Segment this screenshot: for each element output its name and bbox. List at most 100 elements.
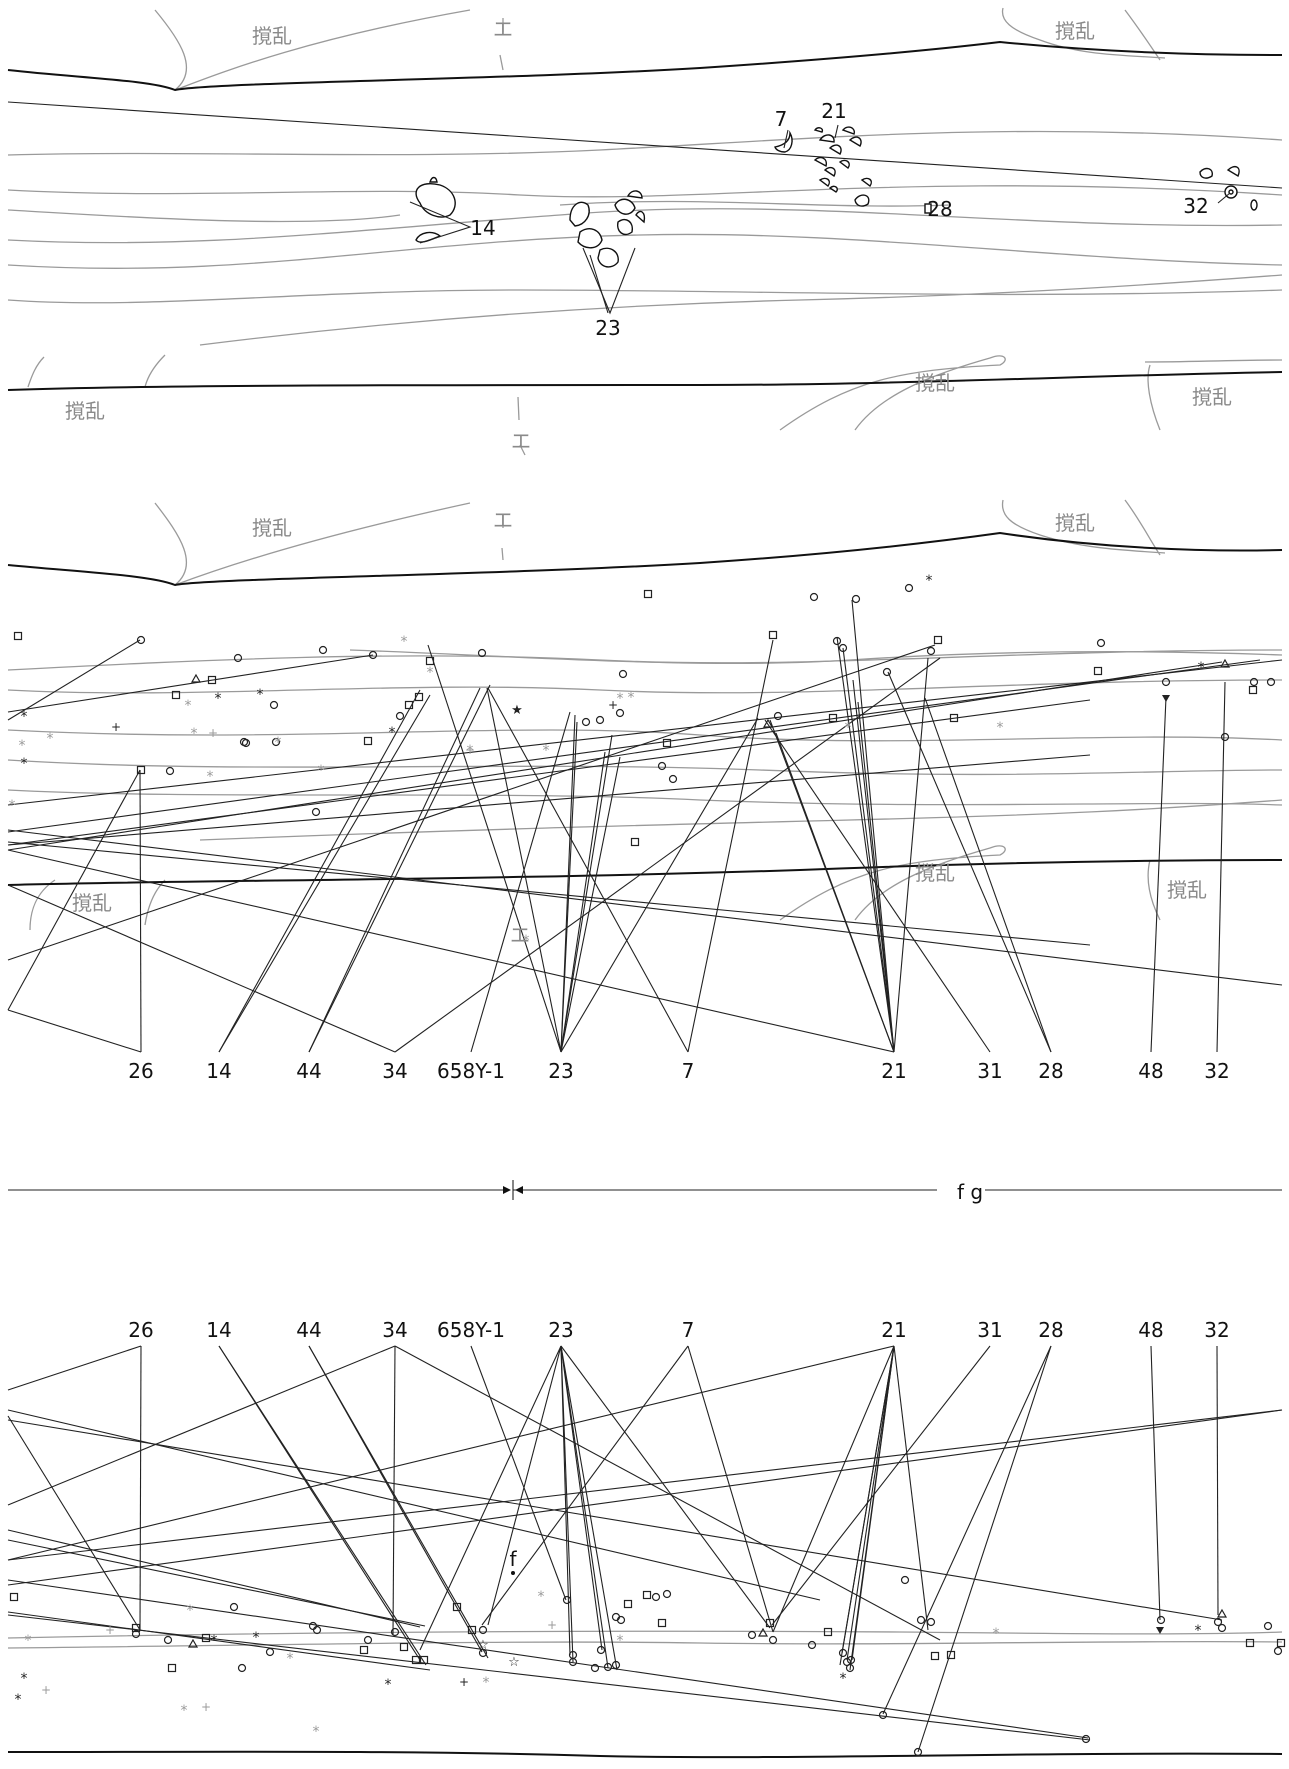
point-symbol: * bbox=[617, 691, 624, 707]
projection-line bbox=[560, 721, 578, 1053]
point-symbol bbox=[1096, 638, 1106, 648]
point-symbol bbox=[190, 673, 202, 683]
disturbance-label: 撹乱 bbox=[252, 24, 292, 48]
projection-line bbox=[487, 1345, 562, 1626]
point-symbol: * bbox=[47, 731, 54, 747]
point-symbol: * bbox=[427, 665, 434, 681]
point-symbol bbox=[452, 1602, 462, 1612]
projection-line bbox=[139, 769, 142, 1053]
projection-line bbox=[560, 756, 621, 1053]
point-symbol bbox=[838, 643, 848, 653]
projection-lines-lower bbox=[7, 1345, 1283, 1753]
point-symbol bbox=[1156, 1627, 1164, 1634]
projection-line bbox=[1150, 1345, 1161, 1621]
section-label-upper: 21 bbox=[881, 1059, 906, 1083]
projection-line bbox=[419, 1345, 562, 1651]
plan-label: 28 bbox=[927, 197, 952, 221]
point-symbol: * bbox=[185, 698, 192, 714]
projection-line bbox=[218, 694, 431, 1053]
point-symbol: * bbox=[19, 738, 26, 754]
point-symbol bbox=[167, 1663, 177, 1673]
point-symbol bbox=[1219, 658, 1231, 668]
point-symbol bbox=[368, 650, 378, 660]
point-symbol: * bbox=[483, 1675, 490, 1691]
point-symbol bbox=[657, 761, 667, 771]
point-symbol bbox=[878, 1710, 888, 1720]
projection-line bbox=[857, 701, 895, 1053]
point-symbol: * bbox=[211, 1633, 218, 1649]
point-symbol: + bbox=[459, 1675, 469, 1689]
point-symbol bbox=[1162, 695, 1170, 702]
disturbance-label: 撹乱 bbox=[915, 861, 955, 885]
section-label-upper: 31 bbox=[977, 1059, 1002, 1083]
section-label-lower: 31 bbox=[977, 1318, 1002, 1342]
point-symbol bbox=[411, 1655, 421, 1665]
point-symbol: * bbox=[275, 735, 282, 751]
projection-lines-upper bbox=[7, 599, 1283, 1053]
projection-line bbox=[218, 689, 421, 1053]
projection-line bbox=[560, 1345, 609, 1669]
projection-line bbox=[7, 699, 1091, 846]
point-symbols-upper: **+*★*+*******+***********+** bbox=[9, 573, 1276, 949]
point-symbol: * bbox=[15, 1692, 22, 1708]
disturbance-label: 撹乱 bbox=[1192, 385, 1232, 409]
point-symbol bbox=[395, 711, 405, 721]
point-symbol: * bbox=[25, 1633, 32, 1649]
projection-line bbox=[7, 1345, 895, 1561]
point-symbol: * bbox=[207, 769, 214, 785]
section-label-lower: 7 bbox=[682, 1318, 695, 1342]
projection-line bbox=[560, 1345, 771, 1629]
point-symbol bbox=[1263, 1621, 1273, 1631]
projection-line bbox=[882, 1345, 1052, 1715]
point-symbol: * bbox=[628, 690, 635, 706]
point-symbol bbox=[651, 1592, 661, 1602]
point-symbol: * bbox=[313, 1724, 320, 1740]
point-symbol bbox=[318, 645, 328, 655]
projection-line bbox=[893, 1345, 929, 1631]
projection-line bbox=[7, 659, 1261, 833]
point-symbol bbox=[477, 648, 487, 658]
projection-line bbox=[849, 1345, 895, 1671]
point-symbol bbox=[229, 1602, 239, 1612]
plan-label: 21 bbox=[821, 99, 846, 123]
section-label-lower: 14 bbox=[206, 1318, 231, 1342]
feature-label: エ bbox=[493, 508, 513, 532]
projection-line bbox=[7, 639, 141, 721]
point-symbol bbox=[662, 1589, 672, 1599]
point-symbol bbox=[1220, 732, 1230, 742]
point-symbol bbox=[1156, 1615, 1166, 1625]
section-label-lower: 32 bbox=[1204, 1318, 1229, 1342]
point-symbol: * bbox=[993, 1626, 1000, 1642]
section-line bbox=[8, 1180, 1282, 1200]
point-symbol bbox=[773, 711, 783, 721]
plan-label: 14 bbox=[470, 216, 495, 240]
point-symbol bbox=[363, 1635, 373, 1645]
projection-line bbox=[392, 1345, 396, 1636]
point-symbol bbox=[823, 1627, 833, 1637]
point-symbol bbox=[668, 774, 678, 784]
point-symbol: * bbox=[840, 1671, 847, 1687]
projection-line bbox=[846, 1345, 895, 1661]
point-symbol bbox=[1248, 685, 1258, 695]
plan-label: 7 bbox=[775, 107, 788, 131]
point-symbol bbox=[768, 1635, 778, 1645]
projection-line bbox=[887, 671, 1052, 1053]
point-symbol bbox=[359, 1645, 369, 1655]
point-symbol bbox=[1217, 1623, 1227, 1633]
projection-line bbox=[7, 1419, 1223, 1621]
projection-line bbox=[771, 1345, 991, 1626]
projection-line bbox=[427, 644, 562, 1053]
disturbance-label: 撹乱 bbox=[1055, 19, 1095, 43]
projection-line bbox=[7, 1345, 396, 1506]
point-symbol bbox=[165, 766, 175, 776]
section-label-lower: 26 bbox=[128, 1318, 153, 1342]
section-label-upper: 23 bbox=[548, 1059, 573, 1083]
projection-line bbox=[394, 657, 941, 1053]
section-label-upper: 7 bbox=[682, 1059, 695, 1083]
projection-line bbox=[917, 1345, 1052, 1753]
projection-line bbox=[839, 1345, 895, 1666]
projection-line bbox=[7, 1579, 1089, 1739]
point-symbol: * bbox=[181, 1703, 188, 1719]
